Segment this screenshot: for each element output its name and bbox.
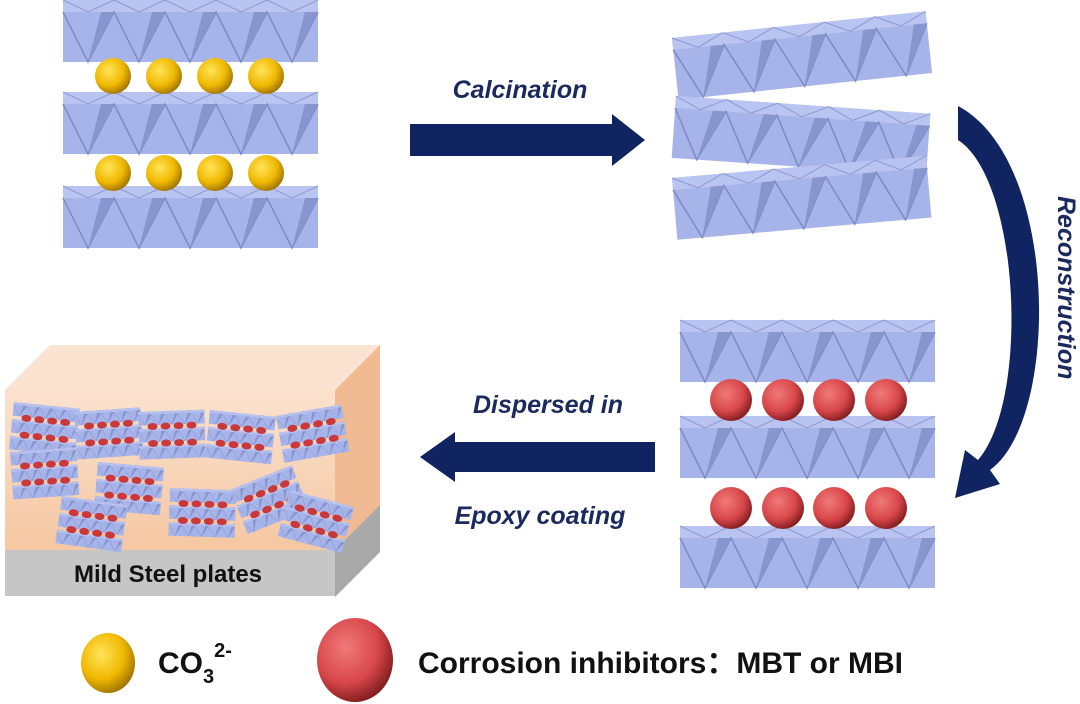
inhibitor-legend-label: Corrosion inhibitors：MBT or MBI	[418, 647, 903, 680]
dispersed-label: Dispersed in	[473, 391, 623, 419]
curved-arrow-icon	[955, 106, 1040, 498]
coated-steel-block: Mild Steel plates	[5, 345, 380, 597]
inhibitor-legend-icon	[317, 618, 393, 702]
calcination-label: Calcination	[453, 76, 588, 104]
reconstruction-label: Reconstruction	[1052, 196, 1080, 379]
substrate-label: Mild Steel plates	[74, 561, 262, 588]
epoxy-label: Epoxy coating	[455, 502, 626, 530]
calcined-structure	[670, 10, 933, 241]
arrow-left-icon	[420, 432, 655, 482]
carbonate-legend-label: CO32-	[158, 640, 232, 688]
carbonate-legend-icon	[81, 633, 135, 693]
inhibitor-molecules	[710, 379, 907, 529]
legend: CO32- Corrosion inhibitors：MBT or MBI	[81, 618, 903, 702]
ldh-carbonate-structure	[62, 0, 319, 249]
carbonate-ions	[95, 58, 284, 191]
ldh-inhibitor-structure	[679, 319, 936, 589]
arrow-right-icon	[410, 114, 645, 166]
